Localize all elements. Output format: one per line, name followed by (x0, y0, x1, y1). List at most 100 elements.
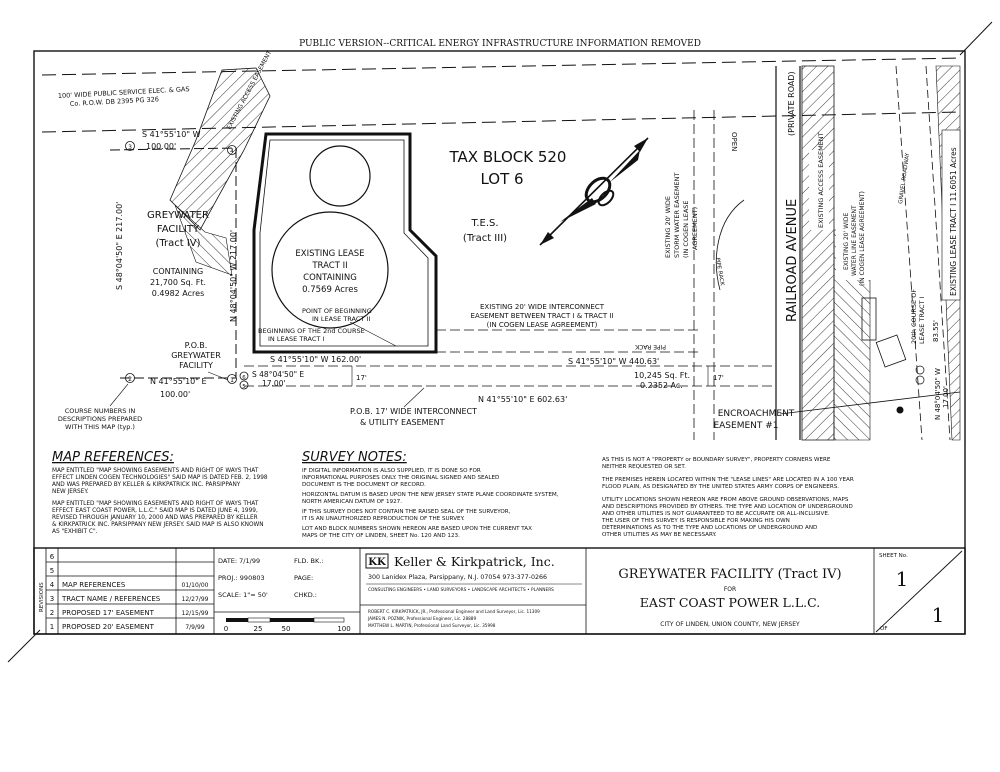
title-block: REVISIONS 6 5 4 3 2 1 MAP REFERENCES TRA… (33, 547, 966, 635)
project-title: GREYWATER FACILITY (Tract IV) (618, 567, 841, 582)
scale-field: SCALE: 1"= 50' (218, 591, 268, 599)
containing-label-1: CONTAINING (153, 267, 204, 276)
course-note-1: COURSE NUMBERS IN (65, 407, 136, 415)
survey-note-line: DETERMINATIONS AS TO THE TYPE AND LOCATI… (602, 525, 817, 531)
bearing-bottom-left: N 41°55'10" E (150, 377, 207, 386)
survey-note-line: IT IS AN UNAUTHORIZED REPRODUCTION OF TH… (302, 516, 465, 522)
course-note-3: WITH THIS MAP (typ.) (65, 423, 135, 431)
dim-17b: 17' (713, 374, 724, 382)
tax-block-label: TAX BLOCK 520 (449, 148, 567, 166)
map-ref-line: NEW JERSEY. (52, 489, 89, 495)
storm-label-2: STORM WATER EASEMENT (673, 173, 681, 258)
survey-note-line: AS THIS IS NOT A "PROPERTY or BOUNDARY S… (602, 457, 831, 463)
pipe-rack-label: PIPE RACK (634, 343, 666, 350)
license-2: JAMES N. POZNIK, Professional Engineer, … (367, 616, 476, 621)
beginning-2nd-course-1: BEGINNING OF THE 2nd COURSE (258, 327, 365, 335)
pob-lease-label-2: IN LEASE TRACT II (312, 315, 370, 323)
lease-label-1: EXISTING LEASE (295, 249, 364, 259)
waterline-label-2: WATER LINE EASEMENT (851, 205, 858, 276)
title-block-frame (33, 547, 966, 635)
revision-date: 01/10/00 (182, 582, 209, 589)
pob-label-3: FACILITY (179, 361, 213, 370)
project-location: CITY OF LINDEN, UNION COUNTY, NEW JERSEY (660, 621, 800, 628)
map-ref-line: REVISED THROUGH JANUARY 10, 2000 AND WAS… (52, 515, 258, 521)
course-node-2 (125, 373, 135, 383)
license-1: ROBERT C. KIRKPATRICK, JR., Professional… (368, 609, 540, 614)
revision-desc: TRACT NAME / REFERENCES (61, 595, 161, 603)
trim-mark-bl (7, 629, 41, 663)
area-label-2: 0.2352 Ac. (640, 381, 683, 390)
course-node-4 (227, 145, 237, 155)
distance-top: 100.00' (146, 142, 176, 151)
scale-tick-label: 25 (254, 625, 263, 633)
map-references: MAP REFERENCES: MAP ENTITLED "MAP SHOWIN… (52, 450, 268, 535)
pipe-rack-curve (715, 199, 745, 291)
lease-tract-i-label-bg (941, 129, 961, 301)
revision-no: 5 (50, 567, 54, 575)
client-name: EAST COAST POWER L.L.C. (640, 595, 820, 610)
containing-label-2: 21,700 Sq. Ft. (150, 278, 206, 287)
interconnect-20-label-3: (IN COGEN LEASE AGREEMENT) (487, 321, 598, 329)
bearing-center-vertical: N 48°04'50" W 217.00' (229, 230, 238, 322)
license-3: MATTHEW L. MARTIN, Professional Land Sur… (368, 623, 496, 628)
revision-no: 6 (50, 553, 55, 561)
private-road-label: (PRIVATE ROAD) (787, 71, 796, 136)
pob17-label-1: P.O.B. 17' WIDE INTERCONNECT (350, 407, 477, 416)
revision-desc: PROPOSED 17' EASEMENT (62, 609, 155, 617)
page-field: PAGE: (294, 574, 313, 582)
bearing-top: S 41°55'10" W (142, 130, 201, 139)
gravel-road-west (895, 65, 923, 441)
access-easement-right-label: EXISTING ACCESS EASEMENT (817, 132, 825, 228)
course-note-leader (109, 383, 129, 407)
encroachment-label-2: EASEMENT #1 (713, 421, 778, 431)
revision-no: 4 (50, 581, 55, 589)
survey-note-line: IF DIGITAL INFORMATION IS ALSO SUPPLIED,… (302, 468, 481, 474)
map-ref-line: AS "EXHIBIT C". (52, 529, 98, 535)
course-note-2: DESCRIPTIONS PREPARED (58, 415, 142, 423)
lease-label-3: CONTAINING (303, 273, 357, 283)
scale-tick-label: 50 (282, 625, 291, 633)
bearing-small: S 48°04'50" E (252, 370, 304, 379)
course-node-3-label: 3 (128, 144, 132, 151)
storm-label-1: EXISTING 20' WIDE (664, 196, 672, 258)
pob-label-2: GREYWATER (171, 351, 221, 360)
survey-note-line: HORIZONTAL DATUM IS BASED UPON THE NEW J… (302, 492, 559, 498)
lease-label-4: 0.7569 Acres (302, 285, 358, 295)
greywater-label-2: FACILITY (157, 224, 200, 235)
lease-tract-ii-inner (259, 139, 429, 347)
tank-small (309, 145, 371, 207)
survey-note-line: FLOOD PLAIN, AS DESIGNATED BY THE UNITED… (602, 484, 839, 490)
tes-label-2: (Tract III) (463, 233, 507, 244)
project-field: PROJ.: 990803 (218, 574, 265, 582)
survey-note-line: INFORMATIONAL PURPOSES ONLY. THE ORIGINA… (302, 475, 499, 481)
encroachment-label-1: ENCROACHMENT (718, 409, 795, 419)
course-node-r1 (915, 365, 925, 375)
sheet-number: 1 (896, 567, 909, 591)
revision-date: 12/15/99 (182, 610, 209, 617)
open-label: OPEN (730, 132, 738, 151)
greywater-top (109, 147, 237, 151)
map-ref-line: EFFECT EAST COAST POWER, L.L.C." SAID MA… (52, 508, 258, 514)
survey-note-line: DOCUMENT IS THE DOCUMENT OF RECORD. (302, 482, 426, 488)
course-node-6-label: 6 (242, 375, 246, 381)
bearing-left-vertical: S 48°04'50" E 217.00' (115, 202, 124, 290)
revision-desc: MAP REFERENCES (62, 581, 126, 589)
pob17-leader (403, 387, 425, 408)
pob-label-1: P.O.B. (185, 341, 208, 350)
sheet-diagonal (875, 550, 963, 633)
course-node-3 (125, 141, 135, 151)
sheet-total: 1 (932, 603, 945, 627)
interconnect-20-label-2: EASEMENT BETWEEN TRACT I & TRACT II (471, 312, 614, 320)
sheet-label: SHEET No. (879, 553, 908, 559)
greywater-label-3: (Tract IV) (155, 238, 200, 249)
encroachment-line (779, 391, 961, 415)
row-line-upper (41, 57, 961, 76)
revision-desc: PROPOSED 20' EASEMENT (62, 623, 155, 631)
revision-no: 3 (50, 595, 54, 603)
field-book-field: FLD. BK.: (294, 557, 323, 565)
course-node-6 (239, 371, 249, 381)
pob-arrow (207, 371, 229, 381)
structure-rect (861, 297, 877, 341)
structure-small (875, 334, 907, 368)
north-arrow (539, 137, 649, 246)
